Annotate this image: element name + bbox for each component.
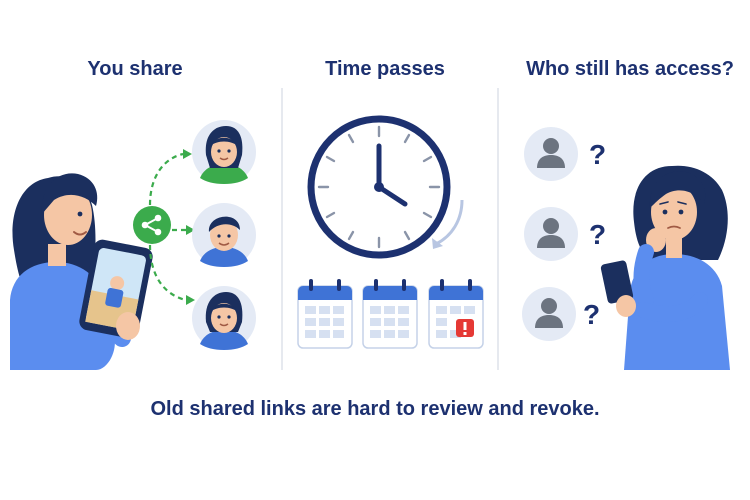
arrow-heads	[183, 149, 195, 305]
question-mark-icon: ?	[589, 219, 606, 250]
question-mark-icon: ?	[583, 299, 600, 330]
panel-divider	[281, 88, 283, 370]
calendar-icon	[428, 279, 484, 349]
worried-woman	[600, 165, 730, 370]
recipient-avatar	[192, 120, 256, 184]
panel-title-access: Who still has access?	[526, 58, 734, 80]
unknown-user-icon	[522, 287, 576, 341]
recipient-avatar	[192, 286, 256, 350]
unknown-user-icon	[524, 127, 578, 181]
sharer-woman	[10, 173, 153, 370]
panel-title-share: You share	[87, 58, 183, 80]
panel-title-time: Time passes	[325, 58, 445, 80]
share-arrows	[148, 152, 187, 302]
panel-divider	[497, 88, 499, 370]
calendar-icon	[297, 279, 353, 349]
recipient-avatar	[192, 203, 256, 267]
unknown-user-icon	[524, 207, 578, 261]
share-icon	[133, 206, 171, 244]
calendar-icon	[362, 279, 418, 349]
alert-icon	[456, 319, 474, 337]
time-arrow	[432, 199, 464, 249]
caption: Old shared links are hard to review and …	[150, 398, 600, 420]
question-mark-icon: ?	[589, 139, 606, 170]
clock-icon	[307, 115, 451, 259]
